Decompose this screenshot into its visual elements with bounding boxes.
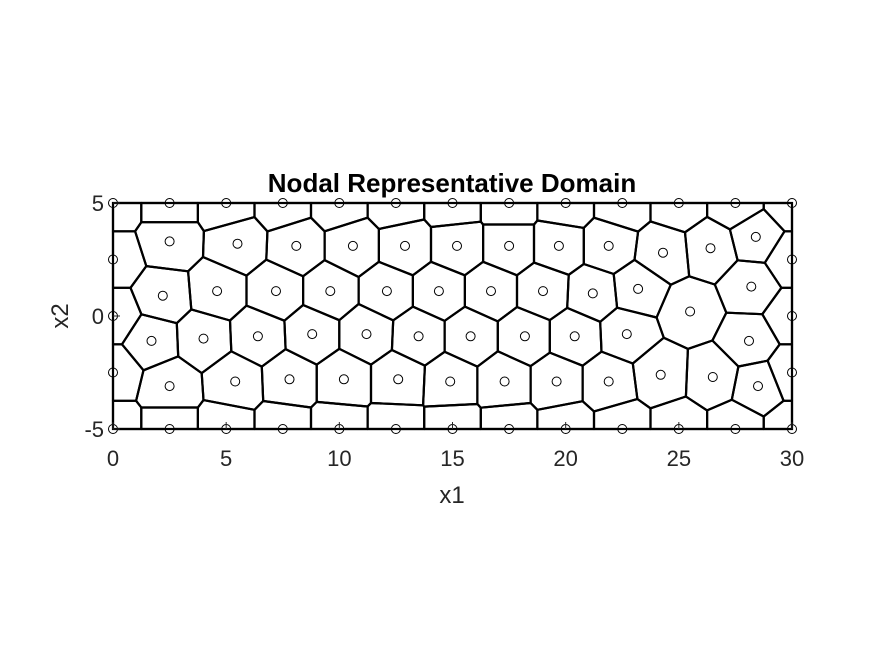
node-point (750, 231, 761, 242)
voronoi-cell (730, 359, 785, 418)
node-point (347, 240, 358, 251)
x-tick-label: 30 (780, 446, 804, 471)
x-tick-label: 5 (220, 446, 232, 471)
node-point (655, 369, 666, 380)
node-point (271, 286, 281, 297)
node-point (361, 329, 372, 340)
node-point (633, 283, 644, 294)
node-point (603, 376, 614, 387)
node-point (232, 238, 243, 249)
node-point (325, 286, 336, 297)
node-point (445, 376, 456, 387)
node-point (551, 376, 562, 387)
x-tick-label: 25 (667, 446, 691, 471)
x-tick-label: 0 (107, 446, 119, 471)
node-point (486, 286, 496, 297)
node-point (519, 331, 530, 342)
x-tick-label: 20 (553, 446, 577, 471)
node-point (746, 281, 757, 292)
node-point (504, 240, 515, 251)
node-point (587, 288, 598, 299)
voronoi-cell (762, 201, 794, 233)
node-point (553, 240, 564, 251)
y-tick-label: 5 (92, 191, 104, 216)
node-point (621, 329, 632, 340)
node-point (338, 374, 349, 385)
node-point (164, 236, 175, 247)
node-point (499, 376, 510, 387)
voronoi-cell (369, 348, 426, 407)
axis-ticks (112, 202, 793, 430)
x-axis-label: x1 (439, 482, 464, 509)
node-point (393, 374, 404, 385)
node-point (291, 240, 302, 251)
node-point (744, 335, 754, 346)
node-point (603, 240, 614, 251)
node-point (198, 333, 209, 344)
node-point (164, 381, 175, 392)
node-point (685, 306, 696, 317)
node-point (707, 372, 718, 382)
y-tick-label: 0 (92, 304, 104, 329)
x-tick-label: 15 (440, 446, 464, 471)
voronoi-cell (111, 399, 143, 431)
voronoi-cell (728, 208, 786, 264)
voronoi-cell (134, 221, 205, 273)
y-axis-label: x2 (47, 303, 74, 328)
node-point (569, 331, 580, 342)
node-point (753, 381, 763, 392)
node-point (157, 290, 168, 301)
y-tick-label: -5 (84, 417, 104, 442)
node-point (146, 335, 157, 346)
node-point (230, 376, 241, 387)
node-point (538, 286, 548, 297)
node-point (212, 286, 223, 297)
node-point (433, 286, 444, 297)
node-point (465, 331, 476, 342)
node-point (705, 243, 716, 254)
node-point (284, 374, 295, 385)
node-point (252, 331, 263, 342)
voronoi-cell (135, 355, 205, 409)
node-point (307, 329, 318, 340)
node-point (452, 240, 462, 251)
node-point (400, 240, 410, 251)
node-point (413, 331, 424, 342)
chart-title: Nodal Representative Domain (268, 168, 636, 198)
node-point (381, 286, 392, 297)
x-tick-label: 10 (327, 446, 351, 471)
node-point (658, 247, 668, 258)
